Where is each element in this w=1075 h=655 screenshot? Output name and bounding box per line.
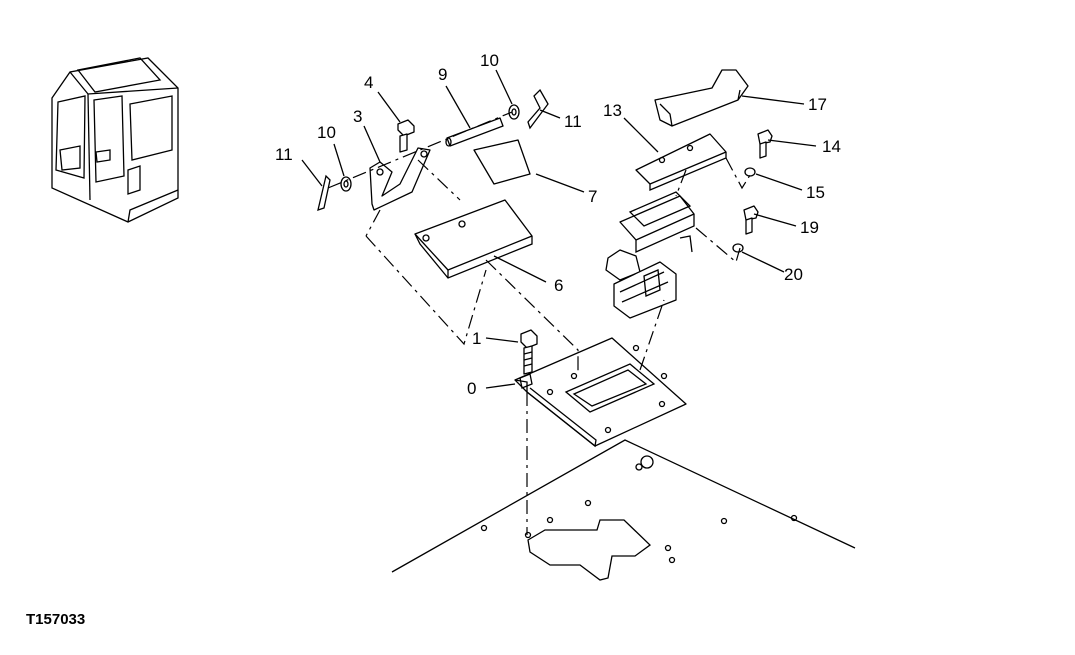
floor-plate [391,439,856,581]
leader-lines [301,69,817,389]
callout-11-left: 11 [275,145,293,164]
callout-14: 14 [822,137,841,156]
armrest-cushion [654,69,749,127]
cab-locator-icon [51,57,179,223]
callout-10-left: 10 [317,123,336,142]
cap-screw-4 [397,119,415,153]
callout-6: 6 [554,276,563,295]
callout-4: 4 [364,73,373,92]
callout-20: 20 [784,265,803,284]
callout-1: 1 [472,329,481,348]
callout-13: 13 [603,101,622,120]
spring-pin-left [317,174,331,211]
assembly-lines [327,111,753,535]
callout-17: 17 [808,95,827,114]
callout-0: 0 [467,379,476,398]
pilot-control-valve [605,191,695,319]
callout-19: 19 [800,218,819,237]
washer-right [508,104,520,120]
mounting-plate [635,133,727,191]
support-bracket [369,147,431,211]
spring-pin-right [527,88,549,130]
callout-11-right: 11 [564,112,582,131]
callout-9: 9 [438,65,447,84]
callout-15: 15 [806,183,825,202]
pad [473,139,531,185]
pin [445,117,504,147]
callout-3: 3 [353,107,362,126]
cover-plate [414,199,533,279]
washer-left [340,176,352,192]
cap-screw-19 [743,205,759,235]
cap-screw-1 [520,329,538,375]
callout-10-right: 10 [480,51,499,70]
mounting-bracket [514,337,687,448]
washer-15 [744,167,756,177]
cap-screw-14 [757,129,773,159]
washer-20 [732,243,744,253]
figure-id: T157033 [26,611,85,628]
callout-7: 7 [588,187,597,206]
callout-labels: 0 1 3 4 6 7 9 10 10 11 11 13 14 15 17 19… [275,51,841,398]
